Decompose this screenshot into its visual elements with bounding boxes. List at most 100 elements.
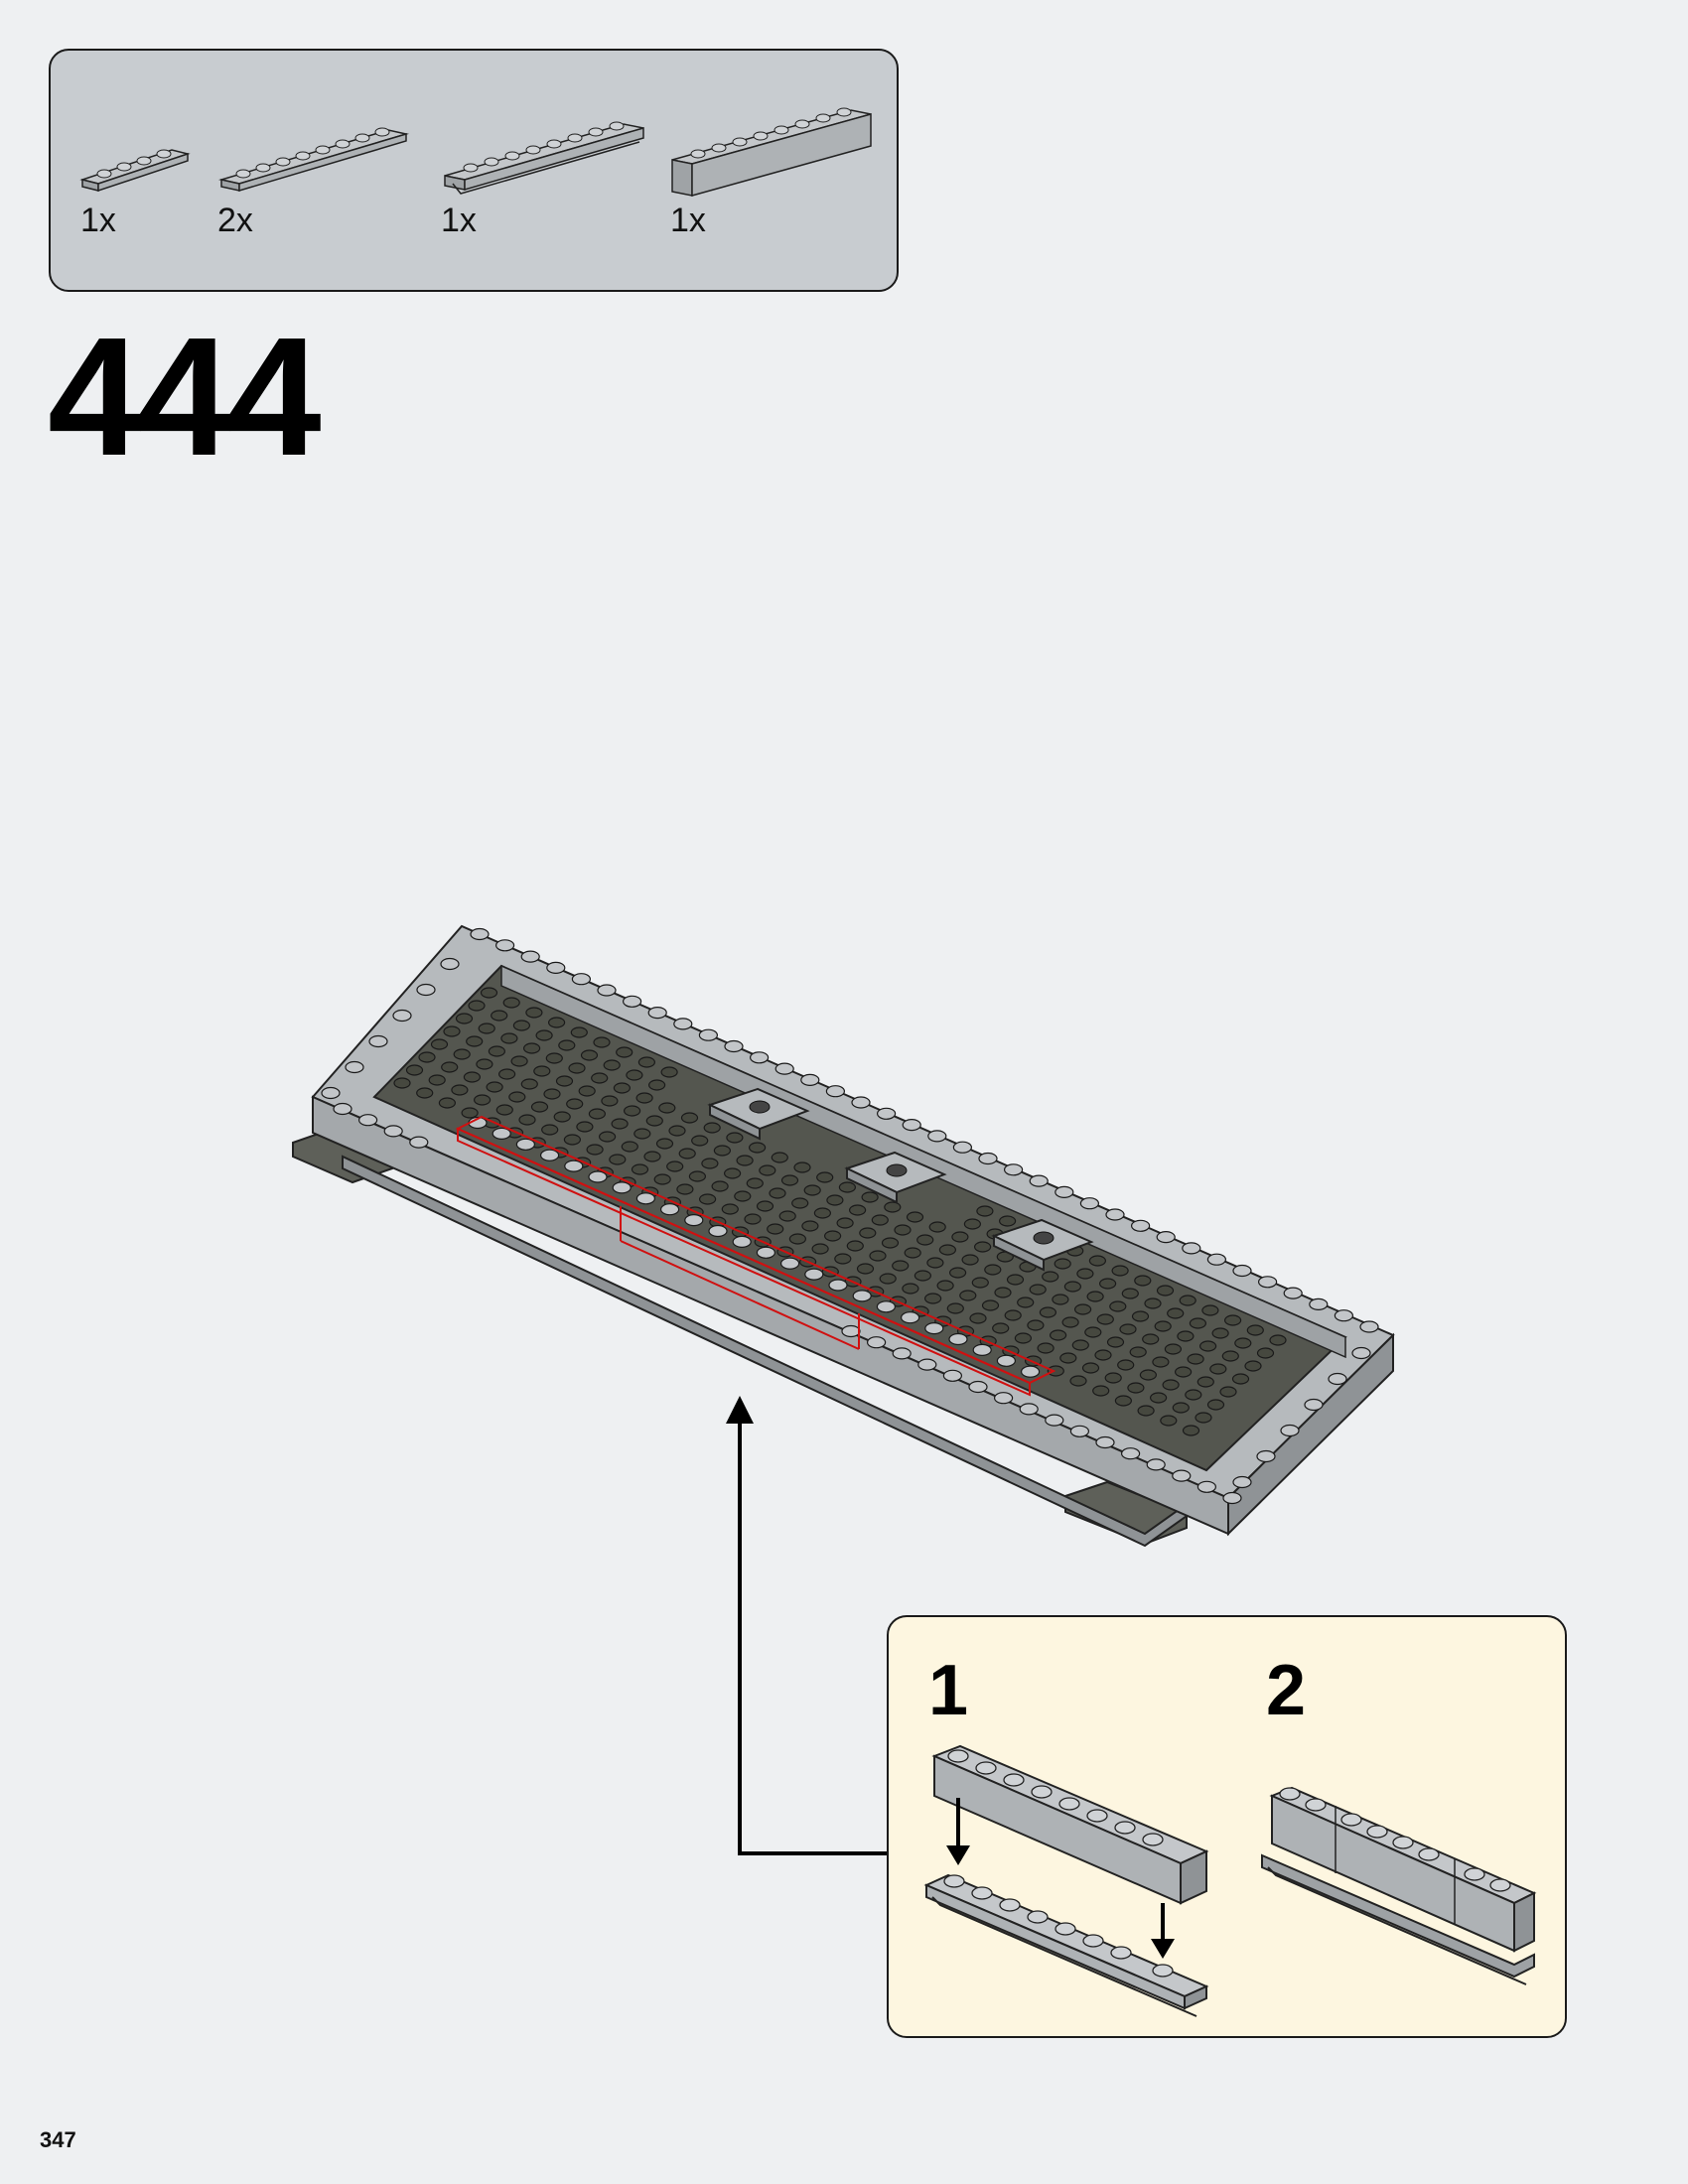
- stud: [1114, 1395, 1133, 1407]
- stud: [508, 1091, 526, 1103]
- stud: [1156, 1231, 1176, 1244]
- stud: [1149, 1392, 1168, 1404]
- stud: [1179, 1295, 1196, 1306]
- stud: [1106, 1336, 1125, 1348]
- stud: [440, 957, 460, 971]
- stud: [1206, 1399, 1225, 1411]
- stud: [1177, 1330, 1195, 1342]
- stud: [1232, 1264, 1252, 1278]
- stud: [968, 1380, 988, 1394]
- stud: [869, 1250, 887, 1262]
- parts-list-box: 1x 2x: [49, 49, 899, 292]
- stud: [1019, 1403, 1039, 1416]
- stud: [952, 1141, 973, 1154]
- stud: [1037, 1342, 1055, 1354]
- new-parts-highlight: [455, 1115, 1056, 1397]
- stud: [701, 1158, 719, 1169]
- stud: [732, 1235, 752, 1248]
- stud: [688, 1170, 706, 1182]
- frame-studs: [321, 927, 1379, 1505]
- stud: [680, 1112, 699, 1124]
- stud: [624, 1105, 641, 1117]
- stud: [570, 1026, 588, 1038]
- stud: [502, 997, 520, 1009]
- stud: [767, 1223, 784, 1235]
- stud: [480, 987, 498, 999]
- part-quantity: 1x: [441, 202, 477, 239]
- stud: [834, 1253, 852, 1265]
- stud: [938, 1244, 957, 1256]
- stud: [800, 1073, 820, 1086]
- stud: [1160, 1415, 1178, 1427]
- stud: [525, 1007, 543, 1019]
- stud: [684, 1214, 704, 1227]
- stud: [1111, 1265, 1129, 1277]
- stud: [699, 1193, 717, 1205]
- stud: [879, 1273, 897, 1285]
- stud: [647, 1006, 667, 1020]
- stud: [568, 1062, 586, 1074]
- stud: [976, 1205, 994, 1217]
- stud: [1088, 1255, 1107, 1267]
- stud: [491, 1010, 508, 1022]
- stud: [637, 1056, 655, 1068]
- stud: [1129, 1346, 1147, 1358]
- stud: [1003, 1163, 1024, 1176]
- stud: [1206, 1253, 1227, 1266]
- stud: [1221, 1350, 1239, 1362]
- stud: [655, 1138, 674, 1150]
- stud: [750, 1051, 770, 1064]
- stud: [668, 1125, 686, 1137]
- stud: [1059, 1352, 1077, 1364]
- stud: [368, 1034, 388, 1048]
- stud: [721, 1203, 739, 1215]
- stud: [523, 1042, 541, 1054]
- stud: [1130, 1219, 1151, 1232]
- stud: [1042, 1271, 1059, 1283]
- stud: [698, 1028, 718, 1041]
- stud: [1079, 1197, 1100, 1210]
- stud: [1280, 1424, 1300, 1437]
- step-number: 444: [48, 303, 322, 491]
- stud: [535, 1029, 553, 1041]
- stud: [846, 1240, 864, 1252]
- stud: [1182, 1425, 1200, 1436]
- stud: [418, 1051, 436, 1063]
- stud: [813, 1207, 832, 1219]
- stud: [616, 1046, 633, 1058]
- stud: [1047, 1365, 1064, 1377]
- stud: [749, 1142, 767, 1154]
- stud: [1142, 1333, 1160, 1345]
- stud: [904, 1247, 921, 1259]
- stud: [474, 1094, 492, 1106]
- stud: [1152, 1356, 1170, 1368]
- stud: [603, 1059, 621, 1071]
- stud: [673, 1018, 693, 1030]
- part-item-4: 1x: [668, 84, 877, 239]
- stud: [756, 1246, 775, 1259]
- stud: [1120, 1447, 1141, 1460]
- stud: [623, 995, 642, 1008]
- stud: [825, 1085, 846, 1098]
- stud: [1187, 1353, 1204, 1365]
- stud: [927, 1130, 947, 1143]
- stud: [563, 1134, 581, 1146]
- stud: [492, 1127, 511, 1140]
- stud: [1027, 1319, 1045, 1331]
- stud: [518, 1114, 536, 1126]
- stud: [996, 1354, 1017, 1367]
- stud: [1063, 1281, 1082, 1293]
- stud: [461, 1107, 479, 1119]
- stud: [1189, 1317, 1207, 1329]
- stud: [591, 1072, 609, 1084]
- stud: [543, 1088, 561, 1100]
- stud: [578, 1085, 596, 1097]
- stud: [555, 1075, 574, 1087]
- stud: [660, 1203, 680, 1216]
- stud: [969, 1312, 987, 1324]
- stud: [780, 1174, 799, 1186]
- stud: [357, 1114, 378, 1127]
- stud: [1211, 1327, 1229, 1339]
- stud: [1201, 1304, 1219, 1316]
- stud: [571, 973, 591, 986]
